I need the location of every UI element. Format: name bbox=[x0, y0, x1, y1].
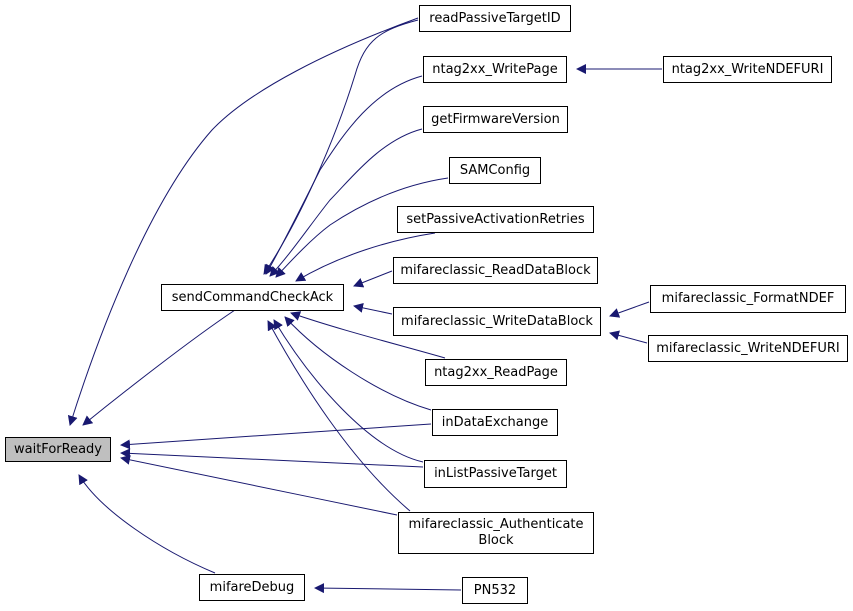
node-label-line-1: mifareclassic_Authenticate bbox=[408, 517, 584, 532]
node-mifareclassic_AuthenticateBlock[interactable]: mifareclassic_Authenticate Block bbox=[398, 512, 594, 554]
node-label-line-2: Block bbox=[478, 533, 514, 548]
node-mifareDebug[interactable]: mifareDebug bbox=[199, 574, 305, 601]
edge-PN532-to-mifareDebug bbox=[314, 583, 462, 594]
node-mifareclassic_WriteNDEFURI[interactable]: mifareclassic_WriteNDEFURI bbox=[648, 335, 848, 362]
node-readPassiveTargetID[interactable]: readPassiveTargetID bbox=[419, 5, 571, 32]
edge-inDataExchange-to-waitForReady bbox=[120, 423, 432, 450]
edge-ntag2xx_WritePage-to-sendCommandCheckAck bbox=[265, 75, 423, 275]
node-PN532[interactable]: PN532 bbox=[462, 577, 528, 604]
node-waitForReady: waitForReady bbox=[5, 437, 111, 462]
node-getFirmwareVersion[interactable]: getFirmwareVersion bbox=[423, 106, 568, 133]
edge-sendCommandCheckAck-to-waitForReady bbox=[82, 309, 236, 426]
edge-mifareclassic_WriteDataBlock-to-sendCommandCheckAck bbox=[353, 302, 393, 315]
edge-readPassiveTargetID-to-sendCommandCheckAck bbox=[263, 19, 419, 275]
node-SAMConfig[interactable]: SAMConfig bbox=[449, 157, 541, 184]
node-inListPassiveTarget[interactable]: inListPassiveTarget bbox=[424, 460, 567, 488]
node-inDataExchange[interactable]: inDataExchange bbox=[432, 409, 558, 436]
node-ntag2xx_WritePage[interactable]: ntag2xx_WritePage bbox=[423, 56, 567, 83]
edge-mifareclassic_AuthenticateBlock-to-waitForReady bbox=[120, 454, 398, 516]
edge-SAMConfig-to-sendCommandCheckAck bbox=[275, 177, 449, 278]
edge-mifareDebug-to-waitForReady bbox=[78, 474, 216, 574]
edge-setPassiveActivationRetries-to-sendCommandCheckAck bbox=[295, 232, 436, 282]
edge-readPassiveTargetID-to-waitForReady bbox=[67, 17, 419, 426]
edge-ntag2xx_ReadPage-to-sendCommandCheckAck bbox=[290, 311, 446, 359]
edge-mifareclassic_FormatNDEF-to-mifareclassic_WriteDataBlock bbox=[609, 301, 650, 318]
node-ntag2xx_WriteNDEFURI[interactable]: ntag2xx_WriteNDEFURI bbox=[663, 56, 832, 83]
edge-mifareclassic_ReadDataBlock-to-sendCommandCheckAck bbox=[353, 270, 393, 288]
node-mifareclassic_FormatNDEF[interactable]: mifareclassic_FormatNDEF bbox=[650, 285, 846, 313]
edge-inDataExchange-to-sendCommandCheckAck bbox=[284, 316, 432, 411]
node-ntag2xx_ReadPage[interactable]: ntag2xx_ReadPage bbox=[425, 359, 567, 386]
edge-inListPassiveTarget-to-sendCommandCheckAck bbox=[273, 319, 424, 463]
node-sendCommandCheckAck[interactable]: sendCommandCheckAck bbox=[161, 284, 344, 311]
edge-inListPassiveTarget-to-waitForReady bbox=[120, 448, 424, 468]
edge-mifareclassic_WriteNDEFURI-to-mifareclassic_WriteDataBlock bbox=[609, 330, 648, 344]
node-setPassiveActivationRetries[interactable]: setPassiveActivationRetries bbox=[397, 206, 594, 233]
edge-mifareclassic_AuthenticateBlock-to-sendCommandCheckAck bbox=[267, 320, 411, 512]
node-mifareclassic_WriteDataBlock[interactable]: mifareclassic_WriteDataBlock bbox=[393, 307, 601, 336]
edge-getFirmwareVersion-to-sendCommandCheckAck bbox=[269, 128, 423, 277]
node-mifareclassic_ReadDataBlock[interactable]: mifareclassic_ReadDataBlock bbox=[393, 257, 598, 284]
